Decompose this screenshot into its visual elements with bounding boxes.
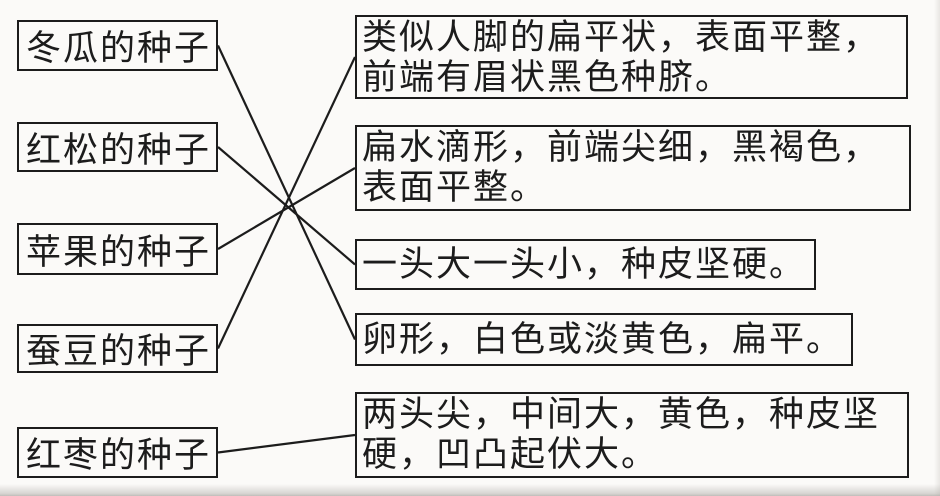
seed-name-box-apple: 苹果的种子 [17, 223, 218, 275]
description-box-big-small: 一头大一头小，种皮坚硬。 [355, 239, 816, 290]
seed-name-box-broad-bean: 蚕豆的种子 [17, 324, 218, 373]
description-box-footlike: 类似人脚的扁平状，表面平整，前端有眉状黑色种脐。 [355, 15, 908, 99]
connection-line [217, 433, 356, 454]
seed-name-box-korean-pine: 红松的种子 [17, 122, 218, 172]
connection-line [217, 56, 356, 349]
scan-shadow-bottom [0, 484, 940, 496]
description-box-oval: 卵形，白色或淡黄色，扁平。 [355, 313, 853, 366]
connection-line [217, 146, 356, 266]
connection-line [217, 45, 356, 340]
description-box-teardrop: 扁水滴形，前端尖细，黑褐色，表面平整。 [355, 125, 911, 211]
description-box-two-points: 两头尖，中间大，黄色，种皮坚硬，凹凸起伏大。 [355, 392, 909, 478]
seed-name-box-red-date: 红枣的种子 [17, 427, 218, 478]
seed-name-box-winter-melon: 冬瓜的种子 [17, 20, 218, 71]
scan-shadow-right [934, 0, 940, 496]
connection-line [217, 167, 356, 250]
